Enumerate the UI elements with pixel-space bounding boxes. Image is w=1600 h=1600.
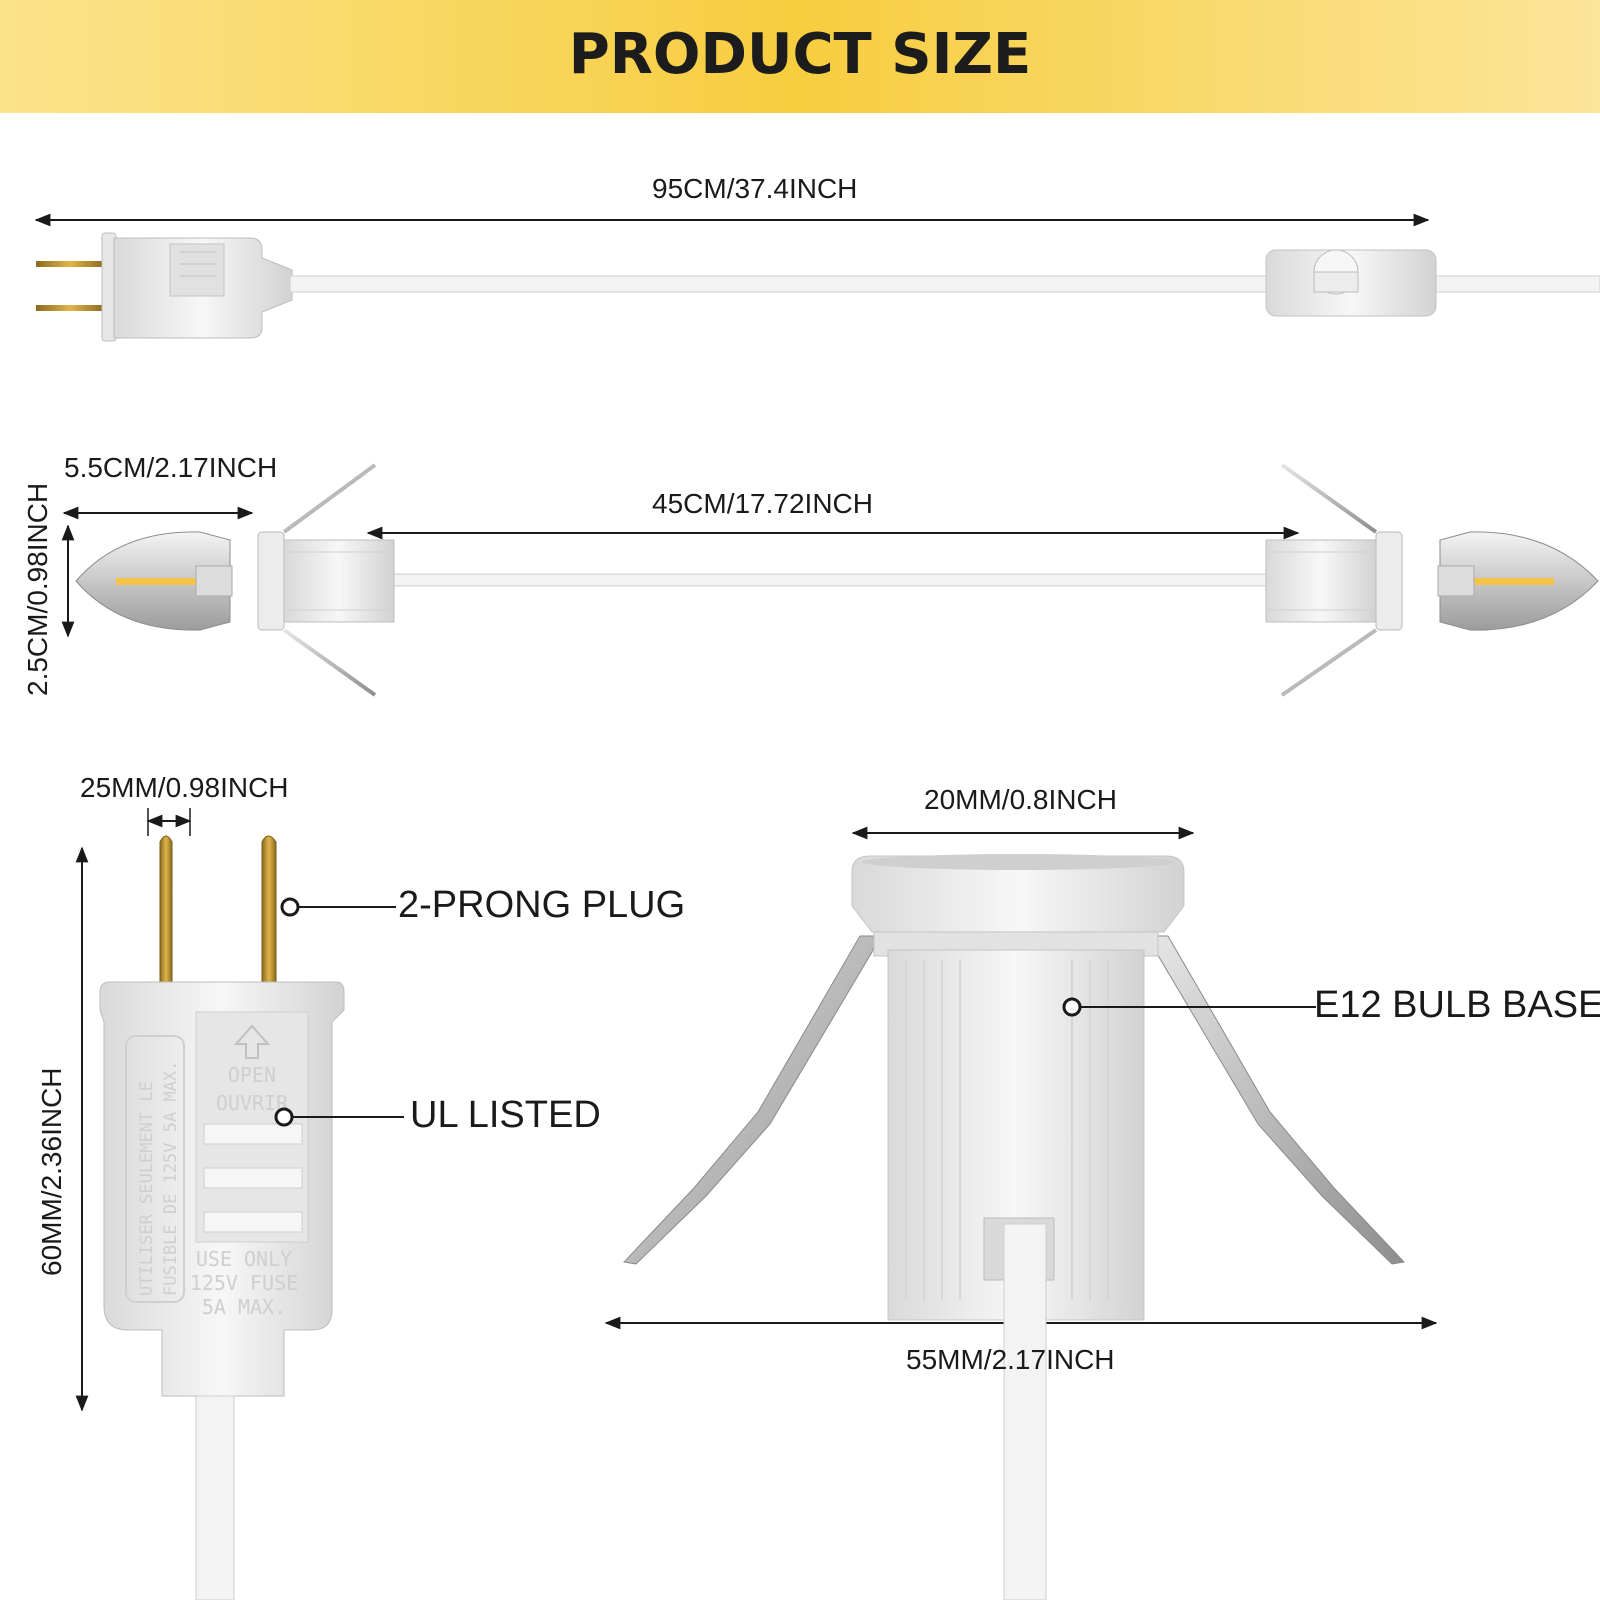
large-prong bbox=[261, 835, 277, 991]
prong-gap-label: 25MM/0.98INCH bbox=[80, 772, 289, 803]
large-prong bbox=[159, 835, 173, 991]
small-prong bbox=[36, 305, 104, 311]
right-clip bbox=[1149, 935, 1406, 1265]
led-filament bbox=[116, 578, 196, 585]
right-bulb bbox=[1265, 463, 1599, 697]
plug-callout-dot bbox=[280, 897, 300, 917]
two-prong-plug-label: 2-PRONG PLUG bbox=[398, 884, 686, 926]
plug-height-label: 60MM/2.36INCH bbox=[36, 1067, 67, 1276]
left-bulb bbox=[75, 463, 395, 697]
base-cord bbox=[1003, 1223, 1047, 1600]
plug-side-text-2: FUSIBLE DE 125V 5A MAX. bbox=[161, 1061, 181, 1296]
e12-bulb-base-label: E12 BULB BASE bbox=[1314, 984, 1600, 1026]
page-title: PRODUCT SIZE bbox=[568, 22, 1032, 87]
bulb-spacing-label: 45CM/17.72INCH bbox=[652, 488, 873, 519]
title-banner: PRODUCT SIZE bbox=[0, 0, 1600, 113]
base-callout-dot bbox=[1062, 997, 1082, 1017]
plug-side-text-1: UTILISER SEULEMENT LE bbox=[137, 1081, 157, 1296]
plug-fuse-text: 125V FUSE bbox=[190, 1271, 298, 1295]
base-top-width-label: 20MM/0.8INCH bbox=[924, 784, 1117, 815]
ul-listed-label: UL LISTED bbox=[410, 1094, 601, 1136]
bulb-height-label: 2.5CM/0.98INCH bbox=[22, 482, 53, 696]
ul-callout-dot bbox=[274, 1107, 294, 1127]
cord-length-label: 95CM/37.4INCH bbox=[652, 173, 858, 204]
large-plug: OPEN OUVRIR USE ONLY 125V FUSE 5A MAX. U… bbox=[75, 808, 404, 1600]
left-clip bbox=[622, 935, 879, 1265]
base-clip-width-label: 55MM/2.17INCH bbox=[906, 1344, 1115, 1375]
plug-open-text: OPEN bbox=[228, 1063, 276, 1087]
cord-assembly bbox=[34, 213, 1600, 342]
base-top-cap bbox=[851, 855, 1185, 933]
e12-base bbox=[604, 826, 1438, 1600]
led-filament bbox=[1474, 578, 1554, 585]
bulb-string bbox=[61, 463, 1599, 697]
plug-max-text: 5A MAX. bbox=[202, 1295, 286, 1319]
arrow-up-icon bbox=[233, 1024, 271, 1059]
bulb-wire bbox=[379, 573, 1281, 587]
bulb-length-label: 5.5CM/2.17INCH bbox=[64, 452, 278, 483]
plug-use-only-text: USE ONLY bbox=[196, 1247, 292, 1271]
small-prong bbox=[36, 261, 104, 267]
